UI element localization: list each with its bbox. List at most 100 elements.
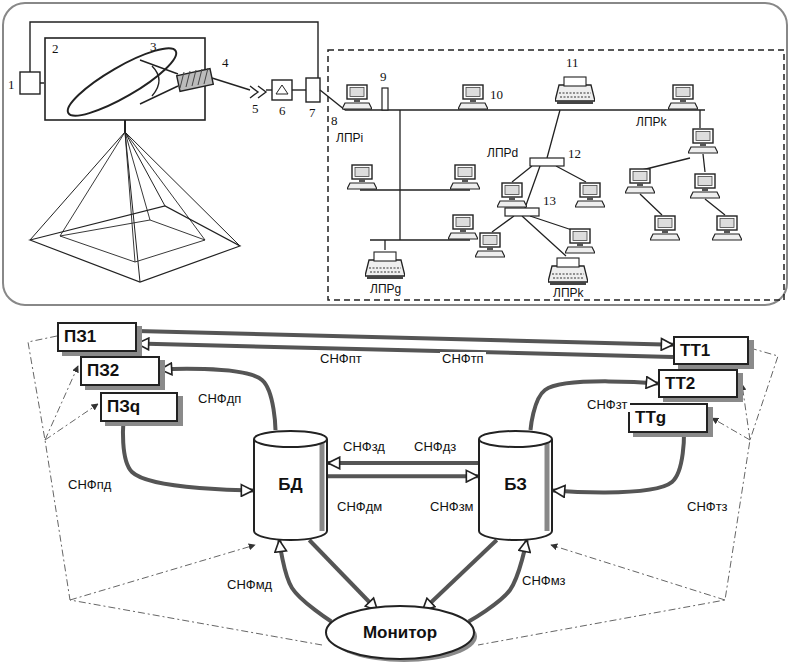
process-box: ПЗ1 bbox=[57, 322, 137, 352]
process-box: ТТg bbox=[628, 403, 708, 433]
dashdot-line bbox=[45, 404, 98, 440]
wire bbox=[266, 89, 272, 90]
view-beam-inner bbox=[60, 132, 205, 262]
user-label: ЛПРk bbox=[553, 287, 584, 300]
printer bbox=[548, 258, 588, 285]
flow-label: СНФдз bbox=[412, 440, 458, 454]
storage-9 bbox=[382, 88, 388, 110]
printer bbox=[365, 252, 405, 279]
mount bbox=[124, 120, 126, 132]
workstation bbox=[342, 85, 372, 109]
flow-label: СНФдм bbox=[335, 500, 384, 514]
flow-arrow bbox=[123, 422, 253, 491]
workstation bbox=[497, 183, 527, 207]
hub-12 bbox=[530, 158, 564, 166]
user-label: ЛПРg bbox=[370, 283, 401, 296]
node-label: ТТ2 bbox=[665, 374, 695, 394]
cylinder-body bbox=[254, 439, 327, 540]
cylinder-top bbox=[254, 431, 327, 447]
flow-arrow bbox=[553, 433, 684, 492]
printer-11 bbox=[555, 77, 595, 104]
block-7 bbox=[306, 78, 320, 102]
flow-label: СНФпт bbox=[318, 352, 364, 366]
flow-label: СНФзм bbox=[428, 500, 476, 514]
block-6 bbox=[272, 80, 292, 100]
callout-number: 5 bbox=[252, 102, 259, 116]
hub-13 bbox=[505, 208, 539, 216]
callout-number: 9 bbox=[380, 70, 387, 84]
workstation bbox=[688, 129, 718, 153]
node-label: Монитор bbox=[363, 623, 437, 643]
wire bbox=[292, 89, 306, 90]
flow-label: СНФтп bbox=[440, 352, 486, 366]
network-area bbox=[328, 50, 784, 300]
node-label: БД bbox=[278, 475, 302, 495]
fiber bbox=[212, 78, 250, 90]
workstation bbox=[650, 216, 680, 240]
callout-number: 13 bbox=[543, 194, 556, 208]
panel-frame bbox=[3, 3, 787, 305]
flow-arrow bbox=[423, 540, 497, 611]
sensor-illustration bbox=[20, 22, 345, 282]
database-cylinder: БЗ bbox=[478, 430, 553, 540]
flow-arrow bbox=[328, 474, 478, 478]
hatch bbox=[180, 68, 208, 88]
callout-number: 1 bbox=[8, 78, 15, 92]
monitor-ellipse: Монитор bbox=[325, 605, 475, 660]
flow-arrow bbox=[137, 331, 673, 345]
node-label: ПЗq bbox=[107, 397, 140, 417]
flow-arrow bbox=[137, 344, 673, 357]
dashdot-line bbox=[712, 418, 750, 440]
cylinder-top bbox=[479, 431, 552, 447]
node-label: ПЗ2 bbox=[87, 361, 119, 381]
flow-label: СНФзд bbox=[341, 440, 387, 454]
ground-footprint bbox=[30, 206, 240, 282]
dashdot-line bbox=[742, 384, 750, 440]
callout-number: 7 bbox=[309, 106, 316, 120]
callout-number: 2 bbox=[52, 42, 59, 56]
flow-label: СНФмд bbox=[225, 578, 274, 592]
flow-label: СНФмз bbox=[520, 574, 567, 588]
bus bbox=[345, 109, 705, 110]
callout-number: 11 bbox=[566, 56, 579, 70]
user-label: ЛПРi bbox=[336, 132, 363, 145]
workstation bbox=[625, 169, 655, 193]
process-box: ПЗ2 bbox=[80, 356, 160, 386]
node-label: ТТ1 bbox=[680, 341, 710, 361]
workstations bbox=[342, 77, 742, 285]
process-box: ТТ1 bbox=[673, 336, 749, 365]
flow-label: СНФдп bbox=[196, 392, 243, 406]
callout-number: 8 bbox=[331, 114, 338, 128]
dashdot-line bbox=[551, 545, 725, 600]
process-box: ПЗq bbox=[100, 392, 178, 422]
dashdot-line bbox=[478, 348, 778, 645]
workstation bbox=[575, 183, 605, 207]
block-6-symbol bbox=[276, 85, 288, 94]
flow-arrow bbox=[309, 540, 377, 611]
node-label: ТТg bbox=[635, 408, 666, 428]
callout-number: 4 bbox=[222, 56, 229, 70]
callout-number: 6 bbox=[279, 104, 286, 118]
flow-label: СНФпд bbox=[66, 478, 113, 492]
workstation bbox=[475, 233, 505, 257]
workstation bbox=[690, 174, 720, 198]
sensor-4 bbox=[177, 69, 214, 92]
network-wires bbox=[345, 110, 725, 256]
ellipse-body bbox=[326, 606, 474, 659]
workstation bbox=[668, 85, 698, 109]
link-lines bbox=[28, 336, 778, 645]
process-box: ТТ2 bbox=[658, 369, 738, 398]
user-label: ЛПРd bbox=[487, 147, 518, 160]
view-beam bbox=[30, 132, 240, 282]
flow-arrow bbox=[469, 540, 527, 622]
wire bbox=[320, 90, 345, 110]
block-1 bbox=[20, 72, 40, 94]
flow-label: СНФзт bbox=[585, 398, 630, 412]
workstation bbox=[448, 215, 478, 239]
database-cylinder: БД bbox=[253, 430, 328, 540]
callout-number: 3 bbox=[150, 40, 157, 54]
workstation bbox=[347, 165, 377, 189]
user-label: ЛПРk bbox=[636, 116, 667, 129]
callout-number: 10 bbox=[490, 88, 503, 102]
